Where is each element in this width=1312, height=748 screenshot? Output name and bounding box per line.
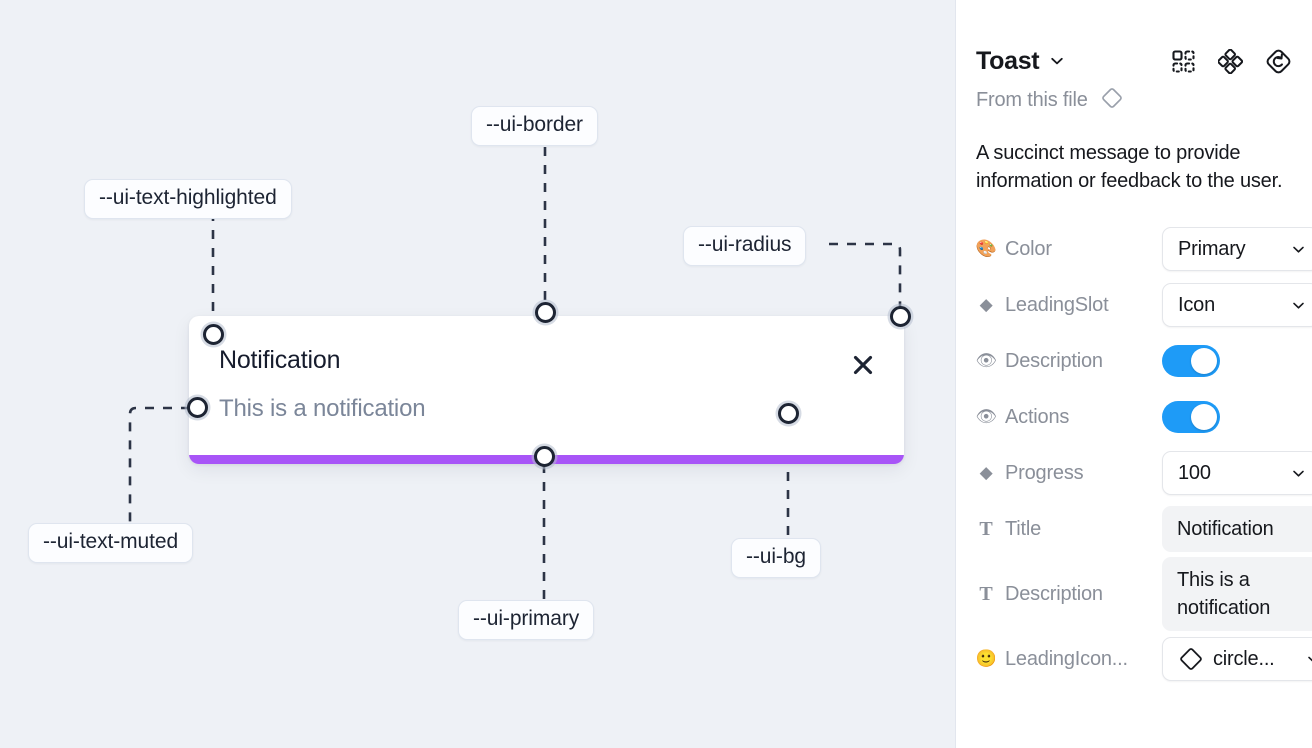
properties-panel: Toast xyxy=(956,0,1312,748)
component-description: A succinct message to provide informatio… xyxy=(976,142,1283,192)
property-label-progress: ◆ Progress xyxy=(976,462,1162,485)
property-label-description-visibility: 👁 Description xyxy=(976,350,1162,373)
variants-diamond-icon[interactable] xyxy=(1218,48,1243,74)
property-label-text: Color xyxy=(1005,237,1052,260)
chevron-down-icon xyxy=(1291,242,1306,257)
text-type-icon: T xyxy=(979,582,993,605)
property-label-color: 🎨 Color xyxy=(976,238,1162,261)
annotation-ui-border[interactable]: --ui-border xyxy=(471,106,598,146)
property-label-text: Actions xyxy=(1005,405,1070,428)
preview-canvas[interactable]: Notification This is a notification --ui… xyxy=(0,0,956,748)
property-list: 🎨 Color Primary ◆ LeadingSlot xyxy=(976,221,1312,687)
property-row-description-text: T Description This is a notification xyxy=(976,557,1312,631)
diamond-filled-icon: ◆ xyxy=(979,295,993,314)
progress-select-value: 100 xyxy=(1178,461,1211,484)
property-label-leadingicon: 🙂 LeadingIcon... xyxy=(976,648,1162,671)
from-this-file-row: From this file xyxy=(976,86,1292,115)
palette-emoji-icon: 🎨 xyxy=(976,239,997,258)
chevron-down-icon xyxy=(1306,652,1312,667)
toggle-knob xyxy=(1191,404,1217,430)
leadingicon-select[interactable]: circle... xyxy=(1162,637,1312,681)
toast-title: Notification xyxy=(219,346,341,374)
page-title: Toast xyxy=(976,46,1040,75)
annotation-ui-primary[interactable]: --ui-primary xyxy=(458,600,595,640)
diamond-filled-icon: ◆ xyxy=(979,463,993,482)
property-label-actions-visibility: 👁 Actions xyxy=(976,406,1162,429)
component-set-icon[interactable] xyxy=(1171,49,1196,74)
property-label-text: LeadingSlot xyxy=(1005,293,1109,316)
anchor-dot-text-highlighted[interactable] xyxy=(203,324,224,345)
toast-preview-card[interactable]: Notification This is a notification xyxy=(189,316,904,464)
property-label-title: T Title xyxy=(976,518,1162,541)
leadingslot-select-value: Icon xyxy=(1178,293,1216,316)
from-this-file-label: From this file xyxy=(976,89,1088,111)
property-label-leadingslot: ◆ LeadingSlot xyxy=(976,294,1162,317)
color-select[interactable]: Primary xyxy=(1162,227,1312,271)
description-toggle[interactable] xyxy=(1162,345,1220,377)
property-row-leadingicon: 🙂 LeadingIcon... circle... xyxy=(976,631,1312,687)
text-type-icon: T xyxy=(979,517,993,540)
panel-header: Toast xyxy=(976,30,1292,92)
annotation-ui-text-muted[interactable]: --ui-text-muted xyxy=(28,523,194,563)
property-label-text: LeadingIcon... xyxy=(1005,647,1128,670)
eye-emoji-icon: 👁 xyxy=(976,407,997,426)
title-input[interactable]: Notification xyxy=(1162,506,1312,552)
annotation-ui-radius[interactable]: --ui-radius xyxy=(683,226,807,266)
anchor-dot-text-muted[interactable] xyxy=(187,397,208,418)
toggle-knob xyxy=(1191,348,1217,374)
color-select-value: Primary xyxy=(1178,237,1246,260)
close-x-icon[interactable] xyxy=(850,352,876,378)
property-row-description-visibility: 👁 Description xyxy=(976,333,1292,389)
property-label-text: Title xyxy=(1005,517,1042,540)
property-label-text: Description xyxy=(1005,349,1103,372)
actions-toggle[interactable] xyxy=(1162,401,1220,433)
property-row-progress: ◆ Progress 100 xyxy=(976,445,1312,501)
property-label-text: Description xyxy=(1005,582,1103,605)
progress-select[interactable]: 100 xyxy=(1162,451,1312,495)
leadingslot-select[interactable]: Icon xyxy=(1162,283,1312,327)
anchor-dot-radius[interactable] xyxy=(890,306,911,327)
property-label-text: Progress xyxy=(1005,461,1084,484)
chevron-down-icon xyxy=(1291,298,1306,313)
property-row-actions-visibility: 👁 Actions xyxy=(976,389,1292,445)
annotation-ui-bg[interactable]: --ui-bg xyxy=(731,538,821,578)
chevron-down-icon[interactable] xyxy=(1049,53,1065,69)
eye-emoji-icon: 👁 xyxy=(976,351,997,370)
leadingicon-select-value: circle... xyxy=(1213,647,1275,670)
reset-instance-icon[interactable] xyxy=(1265,48,1292,75)
annotation-ui-text-highlighted[interactable]: --ui-text-highlighted xyxy=(84,179,292,219)
chevron-down-icon xyxy=(1291,466,1306,481)
property-row-leadingslot: ◆ LeadingSlot Icon xyxy=(976,277,1312,333)
description-input[interactable]: This is a notification xyxy=(1162,557,1312,631)
anchor-dot-primary[interactable] xyxy=(534,446,555,467)
smiley-emoji-icon: 🙂 xyxy=(976,649,997,668)
header-icon-group xyxy=(1171,48,1292,75)
toast-description: This is a notification xyxy=(219,395,426,422)
diamond-icon xyxy=(1178,646,1204,672)
anchor-dot-border[interactable] xyxy=(535,302,556,323)
diamond-icon xyxy=(1100,86,1124,115)
property-label-description-text: T Description xyxy=(976,583,1162,606)
anchor-dot-bg[interactable] xyxy=(778,403,799,424)
property-row-title: T Title Notification xyxy=(976,501,1312,557)
property-row-color: 🎨 Color Primary xyxy=(976,221,1312,277)
